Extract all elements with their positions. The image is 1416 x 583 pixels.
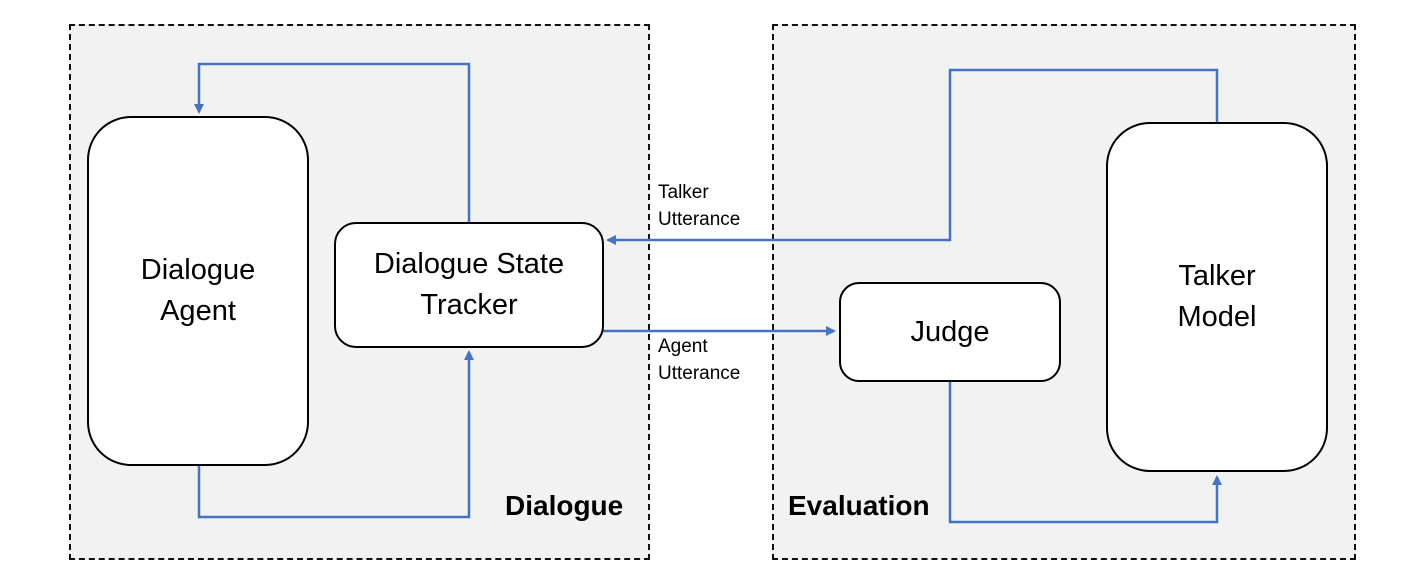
agent-utterance-line-1: Agent xyxy=(658,336,708,357)
judge-box: Judge xyxy=(839,282,1061,382)
dialogue-panel-title: Dialogue xyxy=(505,490,624,521)
judge-to-talker-arrow xyxy=(948,382,1222,524)
dialogue-agent-box: Dialogue Agent xyxy=(87,116,309,466)
talker-utterance-label: Talker Utterance xyxy=(658,180,740,233)
evaluation-panel-title: Evaluation xyxy=(788,490,930,521)
agent-to-tracker-arrow xyxy=(197,350,474,519)
talker-utterance-line-1: Talker xyxy=(658,182,709,203)
talker-utterance-line-2: Utterance xyxy=(658,208,741,230)
agent-utterance-line-2: Utterance xyxy=(658,362,741,384)
talker-model-box: Talker Model xyxy=(1106,122,1328,472)
talker-utterance-arrow xyxy=(606,68,1219,245)
agent-utterance-label: Agent Utterance xyxy=(658,334,740,387)
dialogue-agent-label-line-1: Dialogue xyxy=(140,254,256,287)
dialogue-agent-label-line-2: Agent xyxy=(160,295,236,327)
dialogue-state-tracker-box: Dialogue State Tracker xyxy=(334,222,604,348)
talker-model-label-line-1: Talker xyxy=(1178,260,1256,293)
state-tracker-label-line-1: Dialogue State xyxy=(373,248,565,281)
judge-label: Judge xyxy=(910,315,990,348)
state-tracker-label-line-2: Tracker xyxy=(420,289,518,321)
talker-model-label-line-2: Model xyxy=(1177,301,1257,333)
tracker-to-agent-arrow xyxy=(194,62,471,222)
